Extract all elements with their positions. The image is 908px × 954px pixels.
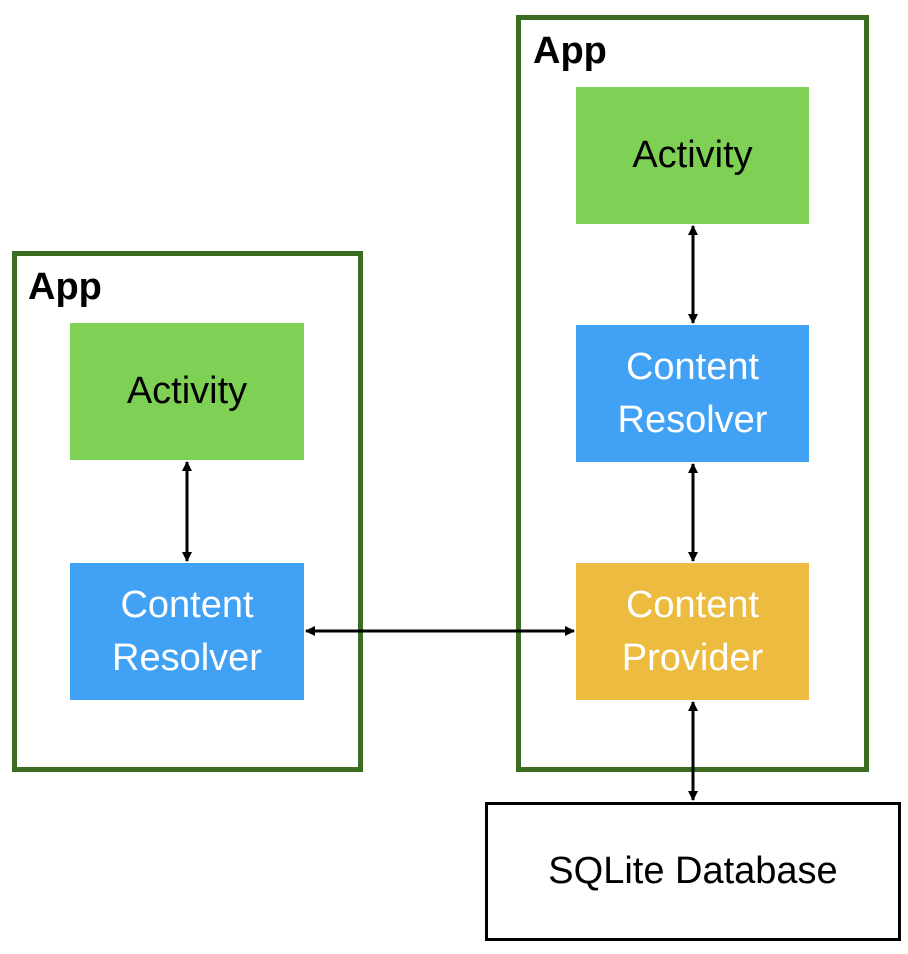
content-provider-box: Content Provider xyxy=(576,563,809,700)
right-activity-box: Activity xyxy=(576,87,809,224)
left-app-title: App xyxy=(28,266,102,308)
right-resolver-label-line1: Content xyxy=(625,346,760,389)
right-content-resolver-box: Content Resolver xyxy=(576,325,809,462)
provider-label-line2: Provider xyxy=(621,636,764,679)
provider-label-line1: Content xyxy=(625,584,760,627)
right-app-title: App xyxy=(533,30,607,72)
left-resolver-label-line1: Content xyxy=(120,584,254,627)
left-resolver-label-line2: Resolver xyxy=(112,636,262,679)
left-activity-box: Activity xyxy=(70,323,304,460)
right-activity-label: Activity xyxy=(632,134,753,177)
left-activity-label: Activity xyxy=(126,370,248,413)
sqlite-database-box: SQLite Database xyxy=(485,802,901,941)
right-resolver-label-line2: Resolver xyxy=(617,398,768,441)
left-content-resolver-box: Content Resolver xyxy=(70,563,304,700)
database-label: SQLite Database xyxy=(548,850,838,893)
